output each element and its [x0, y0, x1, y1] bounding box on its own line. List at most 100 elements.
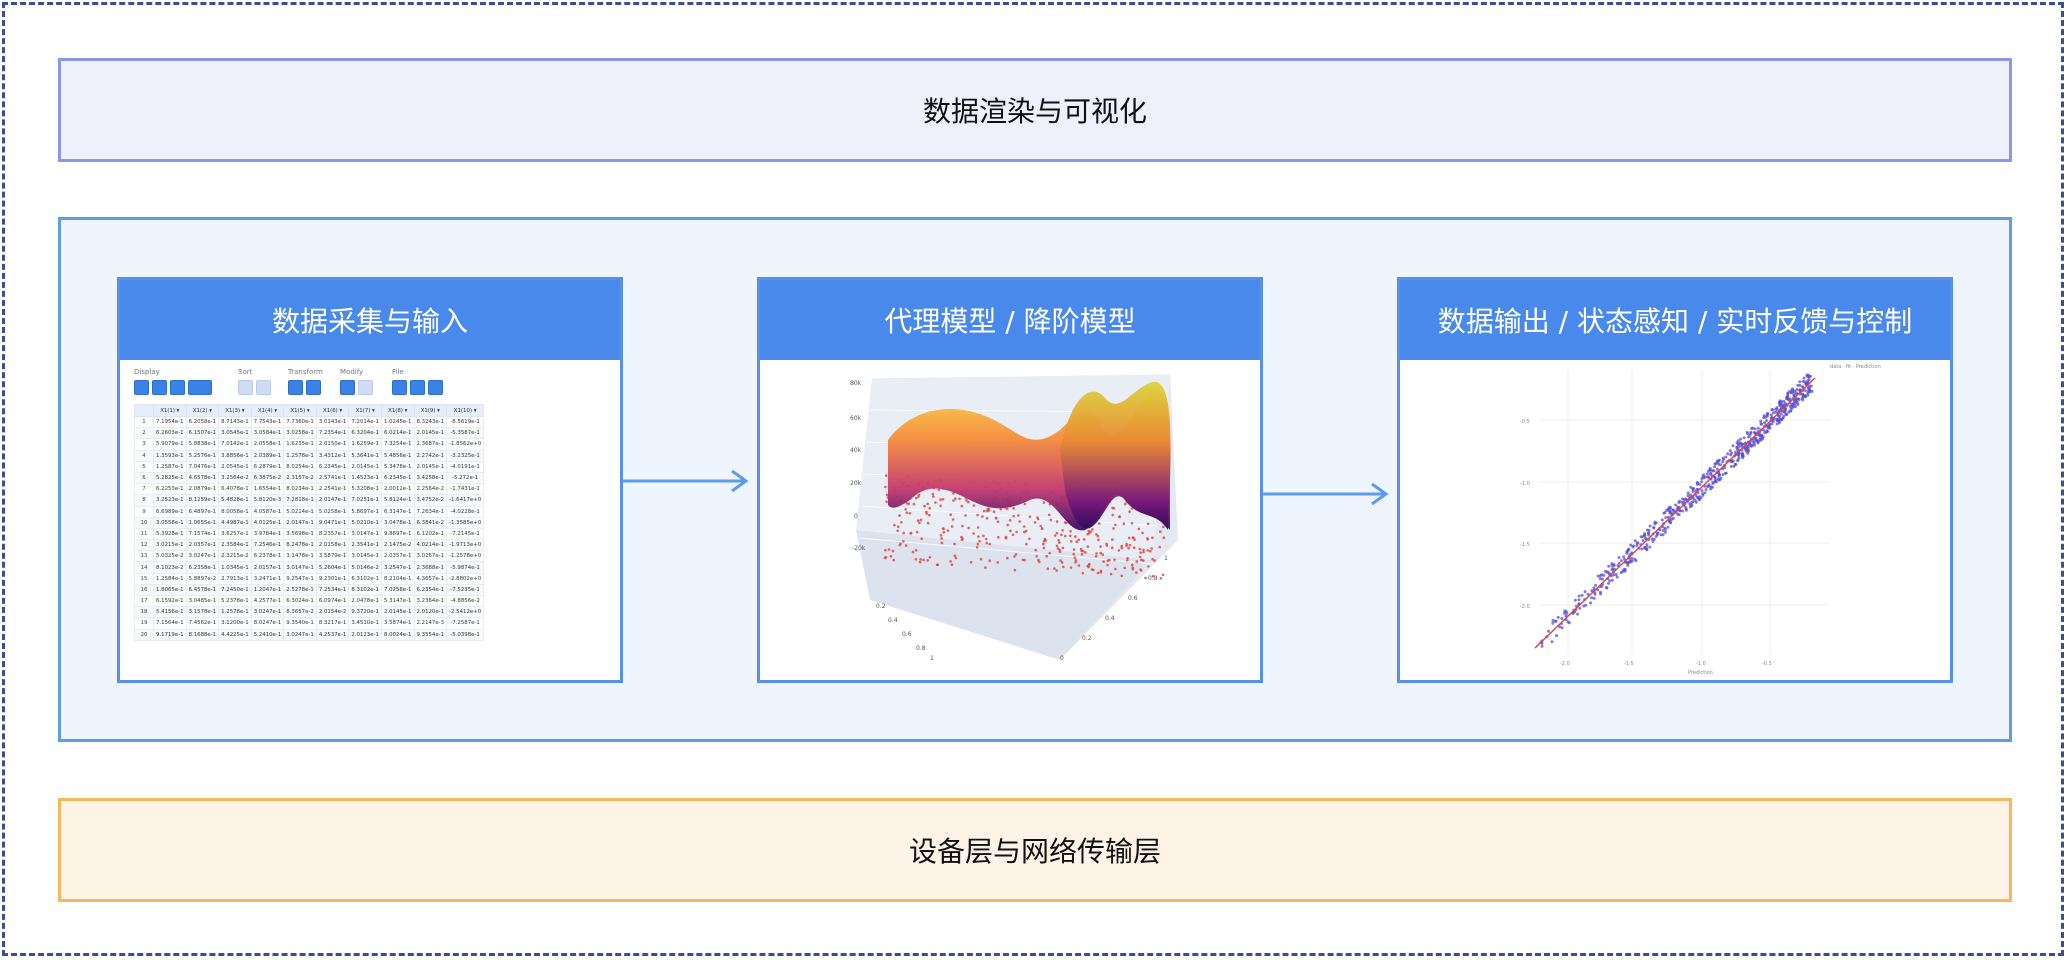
table-header-row: X1(1) ▾X1(2) ▾X1(3) ▾X1(4) ▾X1(5) ▾X1(6)… [134, 404, 485, 417]
table-header-cell[interactable]: X1(8) ▾ [380, 404, 415, 417]
scatter-point [1769, 413, 1773, 417]
scatter-point [1694, 500, 1698, 504]
scatter-point [1752, 443, 1756, 447]
scatter-point-3d [953, 554, 957, 557]
scatter-point-3d [961, 537, 964, 540]
table-cell: 5.2378e-1 [218, 594, 252, 608]
transform-plus-icon[interactable] [306, 380, 321, 395]
table-header-cell[interactable]: X1(6) ▾ [315, 404, 350, 417]
toolbar-group-transform: Transform [288, 368, 323, 376]
scatter-point [1775, 422, 1779, 426]
table-cell: 3.8856e-1 [218, 449, 252, 462]
scatter-point-3d [997, 535, 1000, 539]
sort-ascending-icon[interactable] [238, 380, 253, 395]
table-header-cell[interactable]: X1(5) ▾ [283, 404, 317, 417]
download-icon[interactable] [428, 380, 443, 395]
scatter-point-3d [1058, 541, 1061, 544]
scatter-point [1803, 389, 1807, 392]
scatter-point [1763, 421, 1766, 425]
sort-descending-icon[interactable] [256, 380, 271, 395]
scatter-point-3d [1112, 527, 1115, 530]
table-header-cell[interactable]: X1(9) ▾ [413, 404, 448, 417]
column-view-icon[interactable] [152, 380, 167, 395]
scatter-point [1614, 573, 1618, 576]
scatter-point [1706, 475, 1710, 479]
layer-device-network: 设备层与网络传输层 [58, 798, 2012, 902]
table-view-icon[interactable] [134, 380, 149, 395]
scatter-point-3d [1124, 502, 1127, 506]
table-cell: 2.0158e-1 [315, 539, 350, 552]
scatter-point-3d [896, 525, 900, 528]
table-cell: 3.0247e-1 [250, 606, 285, 619]
scatter-point-3d [923, 504, 926, 508]
scatter-point [1736, 458, 1740, 462]
table-row-index: 15 [134, 572, 154, 585]
scatter-point-3d [1043, 538, 1047, 542]
table-row-index: 11 [134, 527, 154, 541]
scatter-point-3d [1130, 521, 1134, 525]
scatter-point [1563, 609, 1567, 613]
scatter-point-3d [977, 535, 980, 538]
table-cell: 6.0214e-1 [380, 427, 415, 440]
table-header-cell[interactable]: X1(1) ▾ [153, 404, 187, 417]
scatter-point-3d [919, 518, 923, 522]
table-cell: 8.3243e-1 [413, 415, 448, 429]
scatter-point-3d [1150, 547, 1153, 550]
scatter-point [1666, 508, 1670, 512]
scatter-point [1703, 475, 1707, 479]
scatter-point [1643, 546, 1647, 550]
table-cell: 3.5879e-1 [315, 550, 350, 563]
refresh-icon[interactable] [340, 380, 355, 395]
table-cell: 1.6259e-1 [348, 438, 382, 451]
scatter-point-3d [1025, 542, 1028, 546]
table-cell: -1.7431e-1 [446, 483, 485, 496]
scatter-point-3d [1012, 507, 1015, 510]
scatter-point-3d [981, 515, 984, 518]
table-header-cell[interactable]: X1(3) ▾ [218, 404, 252, 417]
function-icon[interactable] [288, 380, 303, 395]
table-header-cell[interactable]: X1(2) ▾ [185, 404, 220, 417]
table-header-cell[interactable]: X1(10) ▾ [446, 404, 485, 417]
scatter-point [1711, 485, 1714, 489]
table-cell: 4.2577e-1 [250, 594, 285, 608]
scatter-point [1728, 449, 1732, 453]
table-cell: 7.4562e-1 [185, 617, 220, 630]
table-cell: 1.0655e-1 [185, 516, 220, 529]
module-output-control-title: 数据输出 / 状态感知 / 实时反馈与控制 [1400, 280, 1950, 360]
svg-text:-0.5: -0.5 [1520, 419, 1530, 425]
scatter-point-3d [1074, 535, 1077, 538]
table-cell: 1.6554e-1 [250, 483, 285, 496]
table-cell: 5.4828e-1 [218, 494, 252, 507]
save-icon[interactable] [392, 380, 407, 395]
scatter-point-3d [1131, 567, 1135, 571]
scatter-point-3d [1006, 556, 1009, 560]
info-icon[interactable] [170, 380, 185, 395]
scatter-point-3d [954, 556, 958, 560]
scatter-point [1774, 410, 1778, 414]
table-cell: 1.0345e-1 [218, 561, 252, 574]
svg-text:-1.0: -1.0 [1520, 481, 1530, 487]
scatter-point [1616, 564, 1620, 568]
open-file-icon[interactable] [410, 380, 425, 395]
table-header-cell[interactable]: X1(7) ▾ [348, 404, 382, 417]
scatter-point-3d [1040, 527, 1044, 530]
scatter-point-3d [958, 497, 961, 501]
table-cell: 2.2742e-1 [413, 449, 448, 462]
layer-visualization: 数据渲染与可视化 [58, 58, 2012, 162]
image-dropdown-icon[interactable] [188, 380, 212, 395]
table-cell: 6.6989e-1 [153, 505, 187, 518]
scatter-point [1700, 489, 1704, 493]
scatter-point [1607, 571, 1611, 575]
scatter-point [1756, 439, 1760, 443]
scatter-point [1700, 477, 1704, 481]
delete-icon[interactable] [358, 380, 373, 395]
scatter-point-3d [916, 519, 920, 522]
scatter-point-3d [1106, 563, 1109, 567]
scatter-point-3d [889, 555, 893, 558]
table-cell: 5.8897e-2 [185, 572, 220, 585]
table-header-cell[interactable]: X1(4) ▾ [250, 404, 285, 417]
scatter-point-3d [905, 511, 909, 514]
table-cell: 6.2345e-1 [380, 471, 415, 485]
toolbar-group-modify: Modify [340, 368, 364, 376]
